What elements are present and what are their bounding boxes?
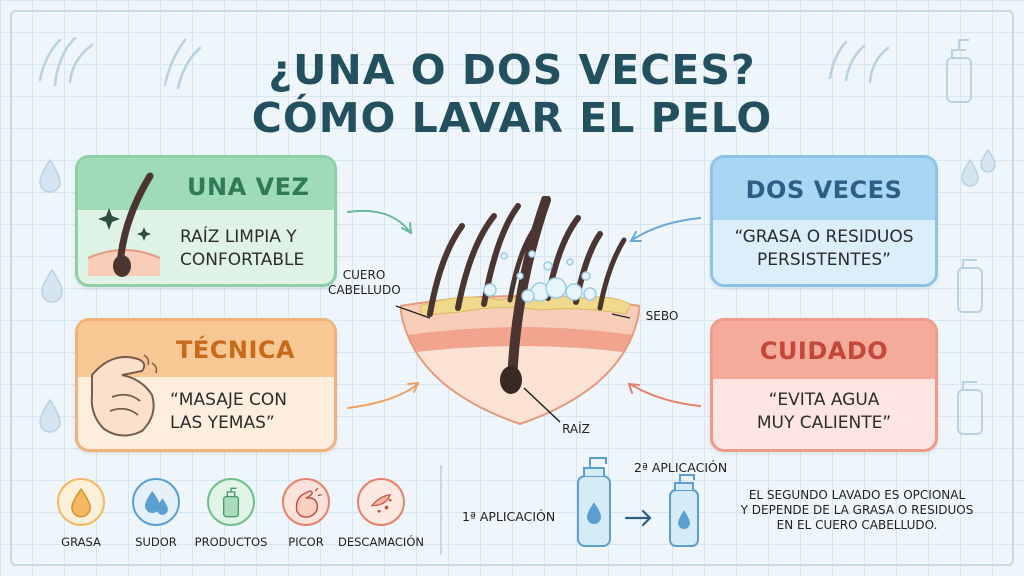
factor-label: GRASA — [61, 535, 101, 549]
card-twice-heading: DOS VECES — [745, 176, 903, 204]
arrow-twice — [631, 217, 701, 241]
card-care-band — [713, 321, 935, 379]
optional-wash-note: EL SEGUNDO LAVADO ES OPCIONAL Y DEPENDE … — [712, 488, 1002, 533]
product-bottle-icon — [207, 478, 255, 526]
hair-follicle-icon — [38, 36, 890, 90]
clean-root-icon — [87, 172, 161, 277]
card-technique-body-line1: “MASAJE CON — [170, 390, 287, 410]
factor-label: DESCAMACIÓN — [338, 535, 424, 549]
shampoo-bottle-first-icon — [577, 457, 611, 547]
card-care-body-line2: MUY CALIENTE” — [756, 413, 892, 433]
step-second-label: 2ª APLICACIÓN — [634, 460, 728, 475]
bottom-divider — [440, 465, 442, 555]
label-scalp-line1: CUERO — [342, 268, 386, 282]
pump-bottle-icon — [946, 39, 983, 435]
arrow-technique — [347, 383, 419, 409]
massage-hand-icon — [90, 354, 158, 437]
card-care: CUIDADO “EVITA AGUA MUY CALIENTE” — [710, 318, 938, 452]
card-once-body-line1: RAÍZ LIMPIA Y — [180, 227, 297, 247]
card-once-band — [78, 158, 334, 210]
factor-label: SUDOR — [135, 535, 177, 549]
flakes-icon — [357, 478, 405, 526]
foam-bubbles — [483, 250, 597, 303]
note-line1: EL SEGUNDO LAVADO ES OPCIONAL — [748, 488, 966, 502]
arrow-care — [629, 383, 701, 407]
card-once: UNA VEZ RAÍZ LIMPIA Y CONFORTABLE — [75, 155, 337, 287]
page-title-line2: CÓMO LAVAR EL PELO — [251, 94, 773, 142]
card-twice-band — [713, 158, 935, 220]
card-technique-body-line2: LAS YEMAS” — [170, 413, 275, 433]
sweat-drops-icon — [132, 478, 180, 526]
arrow-once — [347, 209, 411, 233]
root-pointer — [523, 387, 561, 423]
label-sebum: SEBO — [645, 309, 679, 323]
label-root: RAÍZ — [562, 422, 590, 436]
arrow-right-icon — [624, 509, 652, 527]
step-first-label: 1ª APLICACIÓN — [462, 509, 556, 524]
card-technique: TÉCNICA “MASAJE CON LAS YEMAS” — [75, 318, 337, 452]
card-once-body-line2: CONFORTABLE — [180, 250, 305, 270]
label-scalp-line2: CABELLUDO — [328, 283, 401, 297]
card-technique-heading: TÉCNICA — [176, 336, 296, 364]
factor-label: PICOR — [288, 535, 324, 549]
card-care-body-line1: “EVITA AGUA — [768, 390, 880, 410]
shampoo-bottle-second-icon — [669, 474, 699, 547]
card-twice-body-line1: “GRASA O RESIDUOS — [734, 227, 914, 247]
factor-label: PRODUCTOS — [194, 535, 268, 549]
page-title-line1: ¿UNA O DOS VECES? — [268, 46, 756, 94]
root-bulb — [500, 366, 522, 394]
card-twice-body-line2: PERSISTENTES” — [757, 250, 891, 270]
card-once-heading: UNA VEZ — [187, 173, 310, 201]
note-line2: Y DEPENDE DE LA GRASA O RESIDUOS — [740, 503, 974, 517]
itchy-hand-icon — [282, 478, 330, 526]
oil-drop-icon — [57, 478, 105, 526]
scalp-diagram — [400, 196, 640, 426]
card-care-heading: CUIDADO — [759, 337, 889, 365]
note-line3: EN EL CUERO CABELLUDO. — [776, 518, 938, 532]
card-twice: DOS VECES “GRASA O RESIDUOS PERSISTENTES… — [710, 155, 938, 287]
water-drop-icon — [39, 148, 996, 433]
